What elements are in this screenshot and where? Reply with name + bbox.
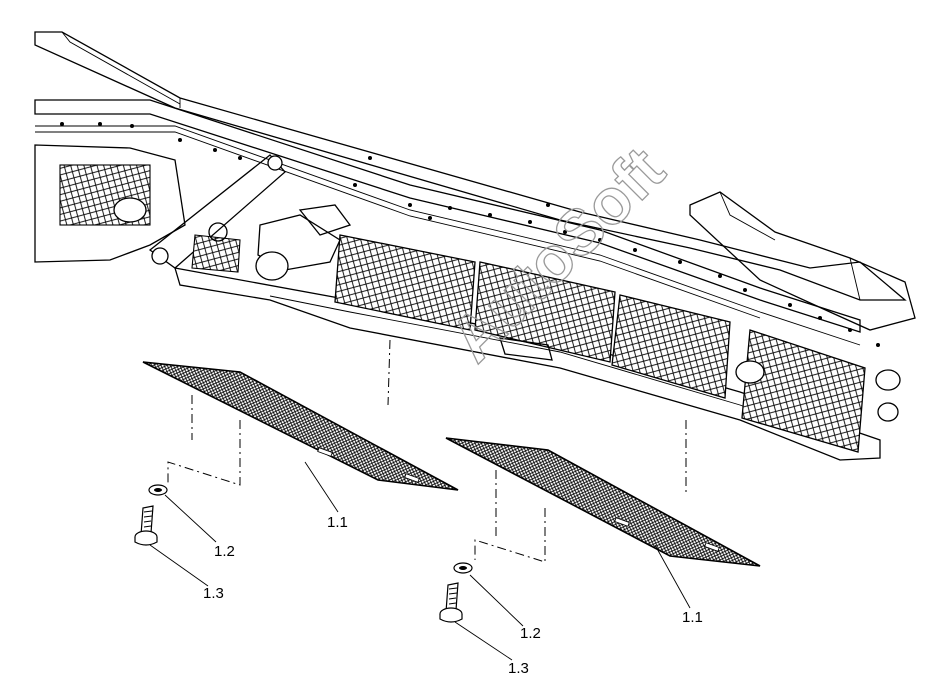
leader-lines xyxy=(149,461,691,661)
callout-screen-left: 1.1 xyxy=(327,514,348,531)
right-hopper xyxy=(689,191,916,331)
bolt-left xyxy=(134,505,158,546)
assembly-center-lines xyxy=(167,339,687,563)
upper-rail xyxy=(34,99,861,333)
machine-mesh-guards xyxy=(191,234,866,453)
bolt-right xyxy=(439,582,463,623)
lift-arm xyxy=(148,154,286,269)
callout-washer-left: 1.2 xyxy=(214,543,235,560)
callout-bolt-right: 1.3 xyxy=(508,660,529,677)
callout-bolt-left: 1.3 xyxy=(203,585,224,602)
screen-panel-right xyxy=(445,437,761,567)
callout-screen-right: 1.1 xyxy=(682,609,703,626)
left-end-housing xyxy=(34,144,186,263)
drive-components xyxy=(208,204,901,422)
rail-bolts xyxy=(60,122,880,347)
conveyor-assembly xyxy=(34,31,916,461)
washer-left xyxy=(148,484,168,496)
callout-washer-right: 1.2 xyxy=(520,625,541,642)
left-roller-end xyxy=(113,197,147,223)
screen-panel-left xyxy=(142,361,459,491)
washer-right xyxy=(453,562,473,574)
